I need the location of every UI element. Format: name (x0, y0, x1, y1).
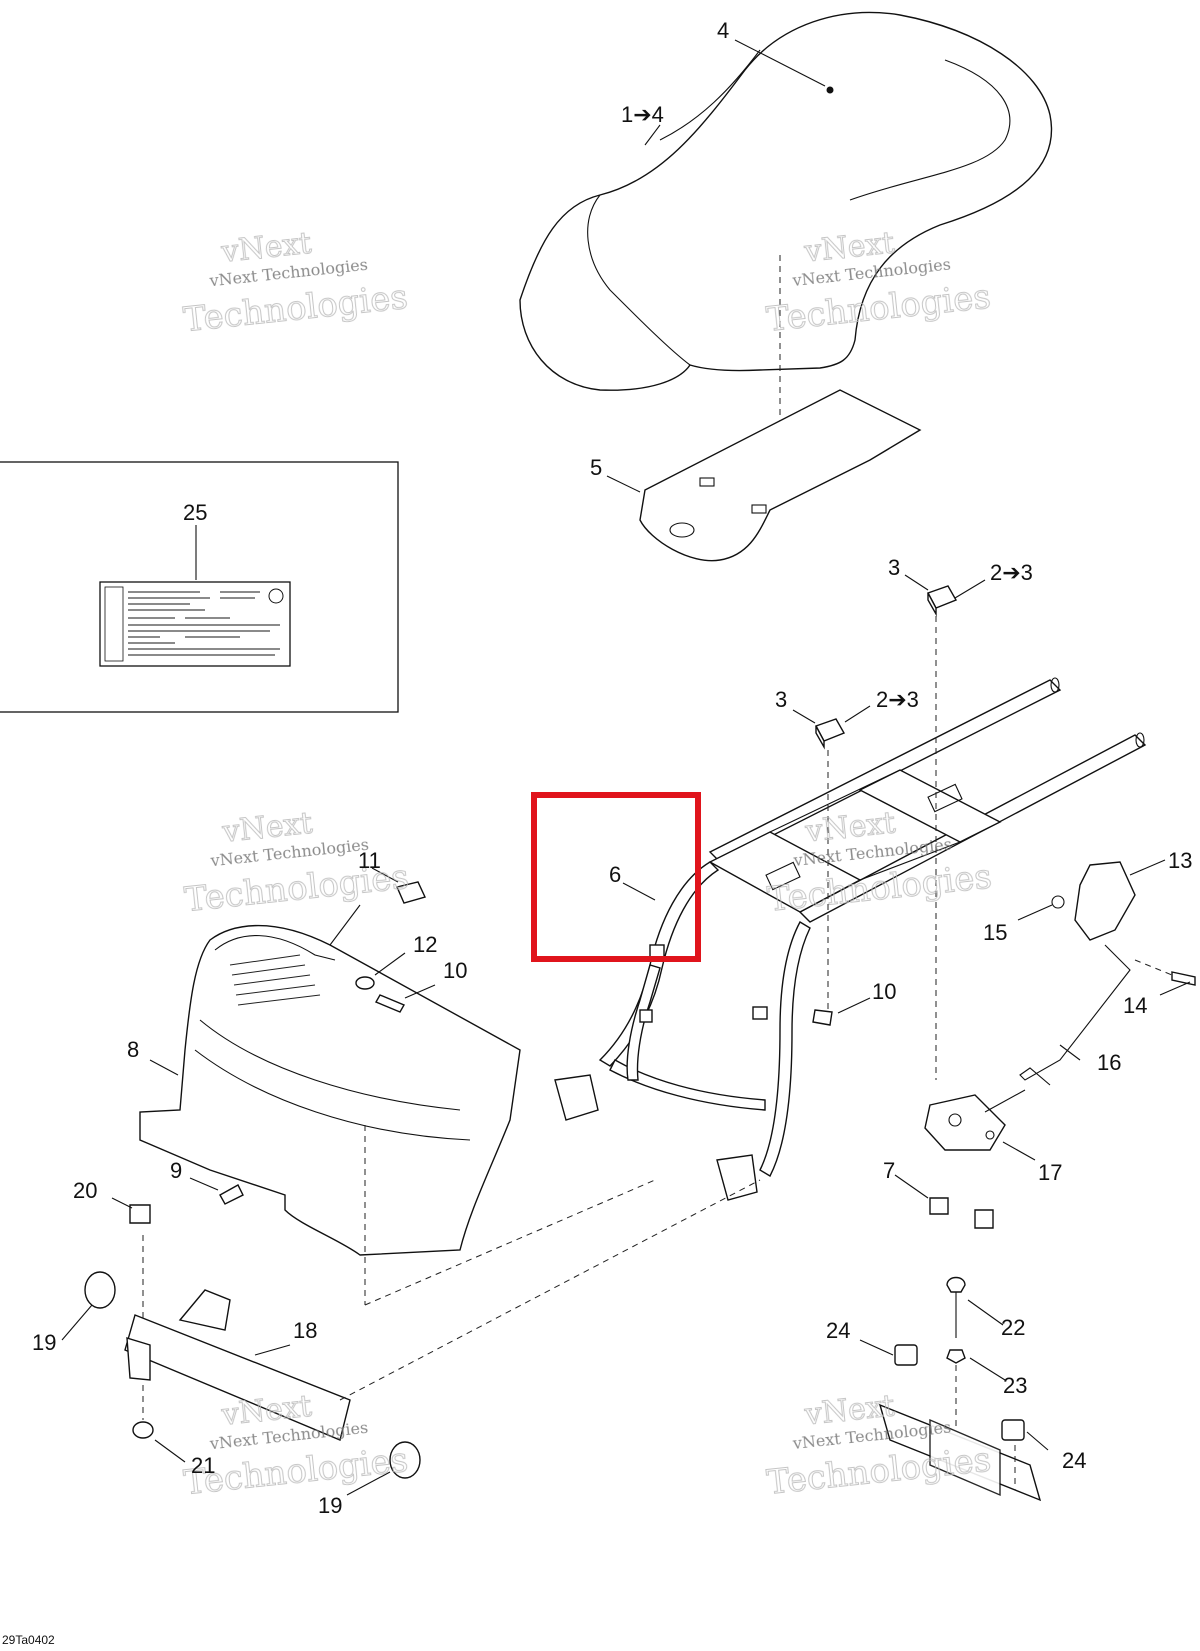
cross-member-part (84, 1179, 761, 1479)
callout-6: 6 (609, 862, 621, 887)
front-panel-part (139, 924, 521, 1305)
callout-labels: 4 1➔4 5 25 3 2➔3 3 2➔3 6 13 15 14 16 11 … (32, 18, 1192, 1518)
callout-2-to-3: 2➔3 (876, 687, 919, 712)
highlight-box (531, 792, 701, 962)
callout-7: 7 (883, 1158, 895, 1183)
callout-18: 18 (293, 1318, 317, 1343)
callout-8: 8 (127, 1037, 139, 1062)
callout-12: 12 (413, 932, 437, 957)
callout-2-to-3: 2➔3 (990, 560, 1033, 585)
callout-11: 11 (358, 848, 381, 873)
callout-5: 5 (590, 455, 602, 480)
callout-17: 17 (1038, 1160, 1062, 1185)
callout-3: 3 (775, 687, 787, 712)
callout-9: 9 (170, 1158, 182, 1183)
callout-24: 24 (826, 1318, 850, 1343)
callout-24: 24 (1062, 1448, 1086, 1473)
bumper-parts (878, 1276, 1042, 1502)
callout-15: 15 (983, 920, 1007, 945)
hinge-assembly (924, 861, 1196, 1151)
drawing-reference: 29Ta0402 (2, 1633, 55, 1647)
callout-20: 20 (73, 1178, 97, 1203)
hardware-small (129, 881, 994, 1229)
callout-16: 16 (1097, 1050, 1121, 1075)
spacer-part (814, 585, 958, 1080)
callout-19: 19 (318, 1493, 342, 1518)
callout-21: 21 (191, 1453, 215, 1478)
callout-14: 14 (1123, 993, 1147, 1018)
callout-19: 19 (32, 1330, 56, 1355)
callout-3: 3 (888, 555, 900, 580)
callout-10: 10 (443, 958, 467, 983)
seat-pan-part (639, 389, 922, 562)
callout-23: 23 (1003, 1373, 1027, 1398)
label-inset-box (0, 461, 399, 713)
callout-10: 10 (872, 979, 896, 1004)
callout-22: 22 (1001, 1315, 1025, 1340)
callout-4: 4 (717, 18, 729, 43)
seat-part (519, 11, 1053, 460)
frame-part (554, 677, 1147, 1201)
leader-lines (61, 39, 1191, 1496)
callout-25: 25 (183, 500, 207, 525)
callout-1-to-4: 1➔4 (621, 102, 664, 127)
callout-13: 13 (1168, 848, 1192, 873)
